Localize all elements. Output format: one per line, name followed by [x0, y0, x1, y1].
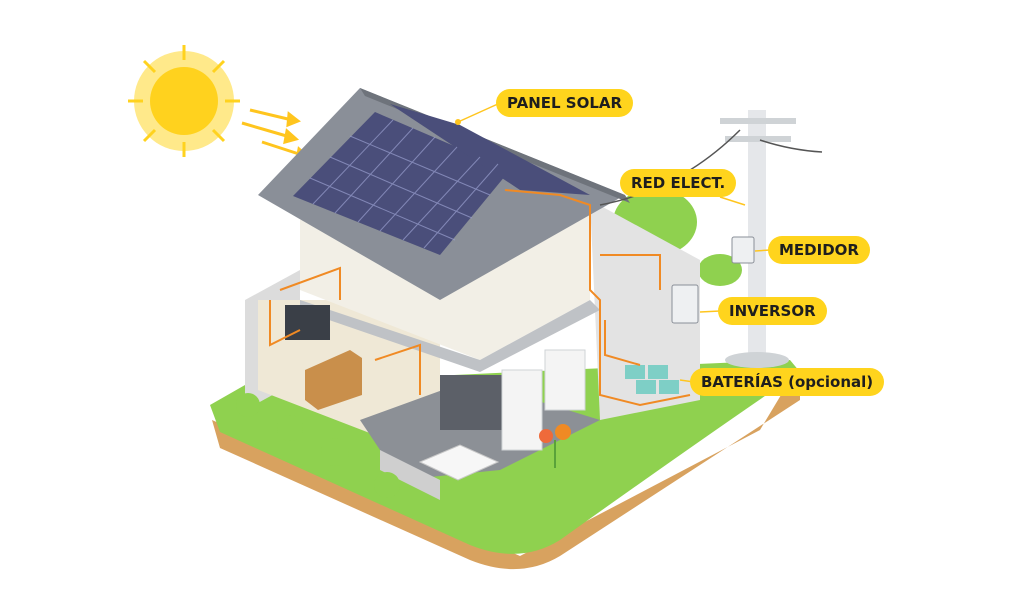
callout-meter: MEDIDOR — [768, 236, 870, 264]
callout-batteries: BATERÍAS (opcional) — [690, 368, 885, 396]
bush-4 — [374, 472, 400, 498]
leader-medidor — [754, 249, 771, 252]
leader-dot-panel — [455, 119, 461, 125]
inverter-box — [671, 284, 699, 324]
bush-3 — [321, 438, 349, 466]
sun-icon — [128, 45, 240, 157]
front-wall — [380, 450, 440, 500]
battery-bank — [625, 365, 679, 394]
callout-inverter: INVERSOR — [718, 297, 827, 325]
solar-panel-array — [293, 104, 590, 255]
dining-table — [418, 444, 500, 481]
upper-floor-slab — [300, 300, 600, 372]
tree-right-2 — [698, 254, 742, 286]
washer — [544, 349, 586, 411]
kitchen-counter — [440, 375, 510, 430]
fridge — [501, 369, 543, 451]
flower-icon — [539, 424, 571, 468]
callout-solar-panel: PANEL SOLAR — [496, 89, 634, 117]
bush-2 — [277, 415, 303, 441]
meter-box — [731, 236, 755, 264]
callout-grid: RED ELECT. — [620, 169, 737, 197]
sofa — [305, 350, 362, 410]
leader-red — [719, 196, 746, 206]
sun-rays-arrows — [241, 108, 312, 163]
leader-inversor — [699, 310, 721, 313]
callout-leaders — [457, 102, 771, 383]
electrical-wiring — [269, 189, 691, 407]
leader-panel — [457, 102, 501, 123]
bush-1 — [236, 393, 260, 417]
